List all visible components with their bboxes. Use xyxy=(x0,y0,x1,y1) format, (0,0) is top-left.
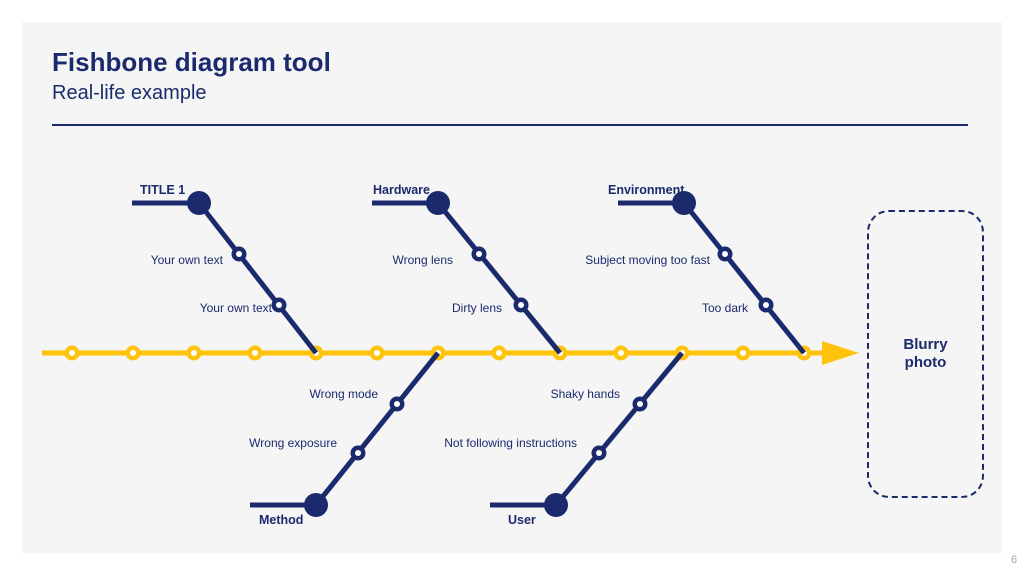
branch-head-dot xyxy=(187,191,211,215)
content-panel xyxy=(22,22,1002,553)
branch-label-environment: Environment xyxy=(608,183,685,197)
cause-label: Your own text xyxy=(150,253,223,267)
cause-label: Dirty lens xyxy=(451,301,502,315)
spine-arrowhead-icon xyxy=(822,341,859,365)
branch-environment xyxy=(618,191,806,355)
page-subtitle: Real-life example xyxy=(52,82,207,104)
branch-head-dot xyxy=(304,493,328,517)
cause-label: Wrong exposure xyxy=(249,436,337,450)
effect-box: Blurry photo xyxy=(867,210,984,498)
cause-label: Your own text xyxy=(199,301,272,315)
page-title: Fishbone diagram tool xyxy=(52,47,331,77)
branch-head-dot xyxy=(426,191,450,215)
branch-method xyxy=(250,351,440,517)
branch-label-method: Method xyxy=(259,513,304,527)
cause-label: Subject moving too fast xyxy=(585,253,710,267)
branch-head-dot xyxy=(544,493,568,517)
branch-user xyxy=(490,351,684,517)
page-number: 6 xyxy=(1010,554,1018,566)
spine xyxy=(42,341,859,365)
cause-label: Not following instructions xyxy=(444,436,577,450)
branch-label-hardware: Hardware xyxy=(373,183,430,197)
branch-hardware xyxy=(372,191,562,355)
title-divider xyxy=(52,124,968,126)
cause-label: Wrong mode xyxy=(309,387,378,401)
cause-label: Wrong lens xyxy=(392,253,453,267)
cause-label: Too dark xyxy=(701,301,748,315)
cause-label: Shaky hands xyxy=(550,387,620,401)
branch-label-user: User xyxy=(508,513,536,527)
branch-title-1 xyxy=(132,191,318,355)
branch-head-dot xyxy=(672,191,696,215)
branch-label-title-1: TITLE 1 xyxy=(140,183,186,197)
effect-label: Blurry photo xyxy=(903,336,948,371)
